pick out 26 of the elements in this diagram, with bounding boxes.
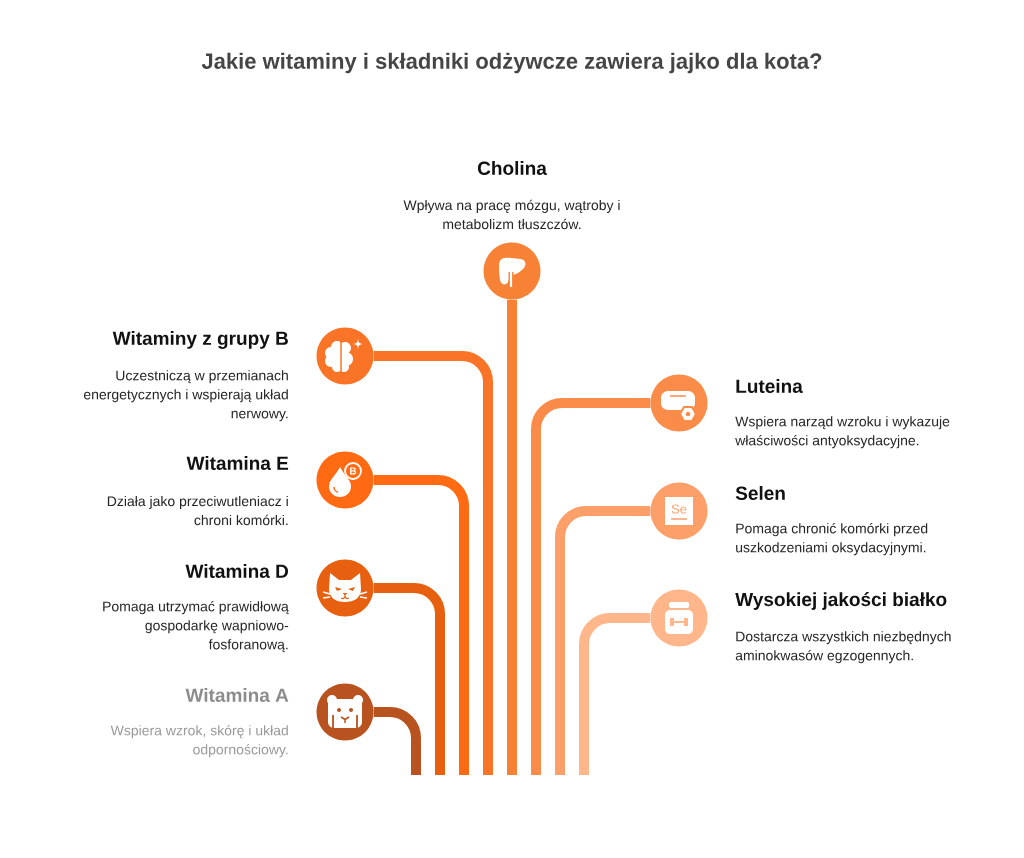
badge-letter: B: [350, 467, 357, 475]
heading: Luteina: [736, 379, 803, 393]
connector-line: [373, 475, 469, 775]
description: Wspiera wzrok, skórę i układ odpornościowy.: [110, 724, 288, 758]
element-symbol: Se: [671, 504, 687, 514]
connector-line: [531, 398, 651, 775]
connector-line: [373, 583, 445, 775]
connector-line: [507, 299, 517, 775]
description: Pomaga chronić komórki przed uszkodzeniami oksydacyjnymi.: [736, 522, 928, 556]
description: Wpływa na pracę mózgu, wątroby i metabolizm tłuszczów.: [403, 199, 620, 230]
heading: Witamina A: [185, 688, 289, 702]
heading: Witaminy z grupy B: [112, 331, 288, 349]
description: Pomaga utrzymać prawidłową gospodarkę wapniowo-fosforanową.: [103, 600, 289, 653]
title: Jakie witaminy i składniki odżywcze zawiera jajko dla kota?: [201, 52, 822, 74]
description: Działa jako przeciwutleniacz i chroni komórki.: [107, 495, 288, 526]
description: Wspiera narząd wzroku i wykazuje właściwości antyoksydacyjne.: [735, 416, 950, 449]
heading: Witamina E: [186, 456, 289, 470]
heading: Selen: [735, 486, 785, 500]
heading: Cholina: [477, 161, 547, 175]
description: Uczestniczą w przemianach energetycznych i wspierają układ nerwowy.: [83, 370, 288, 422]
heading: Wysokiej jakości białko: [735, 592, 947, 610]
description: Dostarcza wszystkich niezbędnych aminokwasów egzogennych.: [735, 631, 951, 664]
heading: Witamina D: [185, 564, 288, 578]
connector-line: [579, 613, 651, 775]
connector-line: [373, 351, 493, 775]
connector-line: [555, 506, 651, 775]
